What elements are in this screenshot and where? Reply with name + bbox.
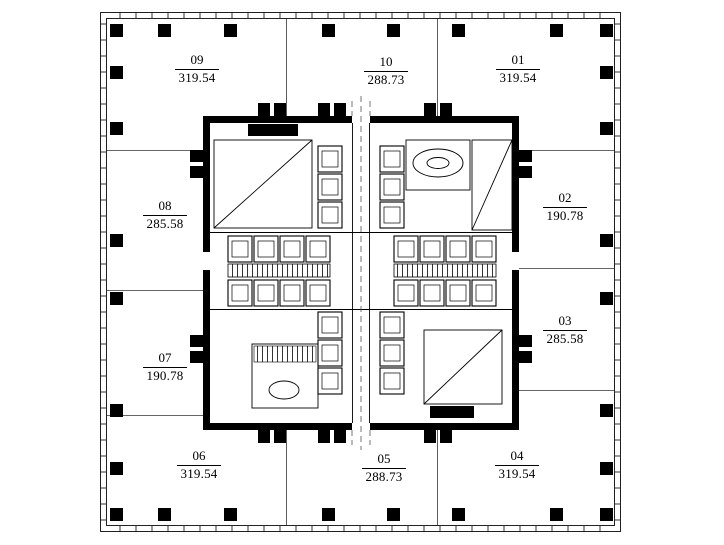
unit-number: 06 — [177, 448, 221, 466]
core-rooms — [213, 124, 513, 418]
unit-label-02: 02 190.78 — [536, 190, 594, 223]
unit-area: 319.54 — [498, 465, 536, 481]
unit-number: 03 — [543, 313, 587, 331]
unit-number: 01 — [496, 52, 540, 70]
unit-area: 190.78 — [146, 367, 184, 383]
unit-label-06: 06 319.54 — [170, 448, 228, 481]
unit-label-09: 09 319.54 — [168, 52, 226, 85]
unit-area: 319.54 — [180, 465, 218, 481]
unit-number: 07 — [143, 350, 187, 368]
unit-label-03: 03 285.58 — [536, 313, 594, 346]
lobby-hatch-strips — [227, 263, 497, 278]
unit-number: 05 — [362, 451, 406, 469]
unit-number: 08 — [143, 198, 187, 216]
unit-area: 288.73 — [365, 468, 403, 484]
unit-label-05: 05 288.73 — [355, 451, 413, 484]
unit-area: 285.58 — [146, 215, 184, 231]
unit-area: 288.73 — [367, 71, 405, 87]
unit-area: 285.58 — [546, 330, 584, 346]
unit-label-10: 10 288.73 — [357, 54, 415, 87]
unit-number: 10 — [364, 54, 408, 72]
perimeter-columns — [110, 24, 613, 521]
unit-label-01: 01 319.54 — [489, 52, 547, 85]
unit-number: 04 — [495, 448, 539, 466]
unit-area: 319.54 — [499, 69, 537, 85]
building-boundary — [100, 12, 621, 532]
unit-label-04: 04 319.54 — [488, 448, 546, 481]
unit-label-07: 07 190.78 — [136, 350, 194, 383]
unit-area: 319.54 — [178, 69, 216, 85]
unit-label-08: 08 285.58 — [136, 198, 194, 231]
unit-area: 190.78 — [546, 207, 584, 223]
unit-number: 09 — [175, 52, 219, 70]
unit-number: 02 — [543, 190, 587, 208]
core-corridors — [210, 123, 512, 423]
centre-axis — [351, 96, 371, 450]
